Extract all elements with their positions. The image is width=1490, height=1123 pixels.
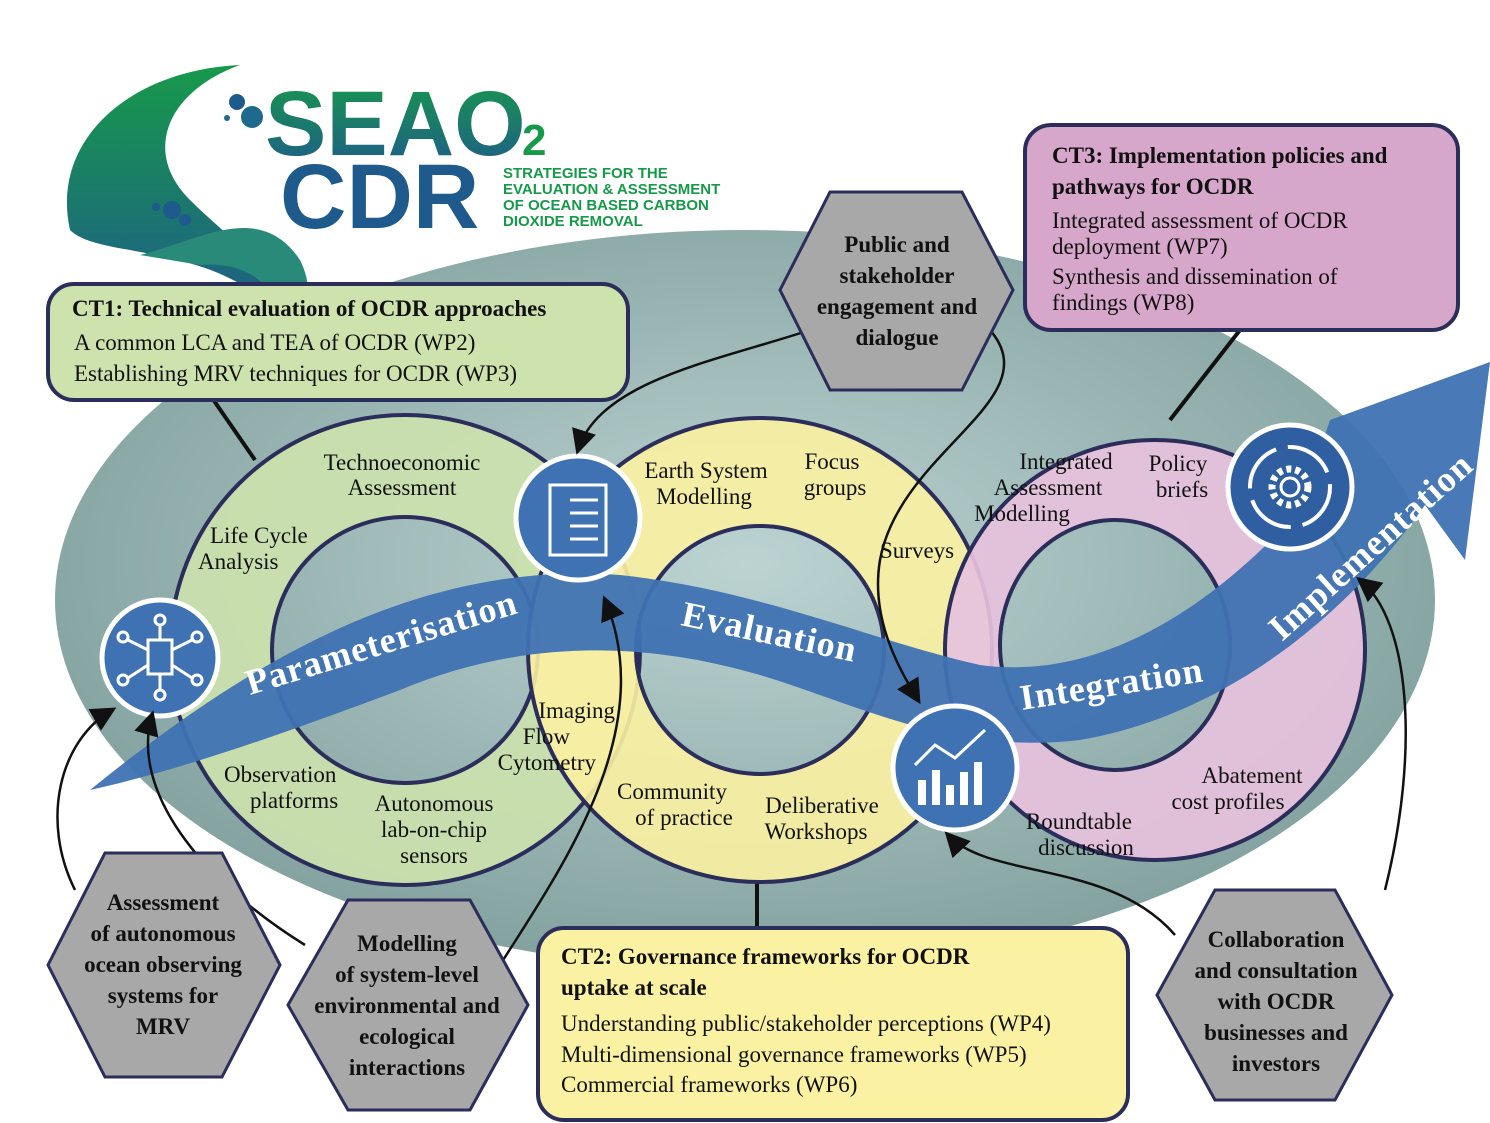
hex-text: Modelling [357,931,457,956]
ct2-item: Commercial frameworks (WP6) [561,1072,857,1097]
ct3-item: deployment (WP7) [1052,234,1228,259]
hex-text: businesses and [1204,1020,1348,1045]
green-ring-labels: Technoeconomic Assessment Life Cycle Ana… [198,450,615,868]
label-autonomous: Autonomous [375,791,494,816]
cycle-gear-icon [1225,422,1355,552]
hexagon-autonomous-observing: Assessment of autonomous ocean observing… [46,851,282,1079]
hexagon-public-engagement: Public and stakeholder engagement and di… [778,190,1015,392]
label-esm: Modelling [656,484,752,509]
yellow-ring-labels: Earth System Modelling Focus groups Surv… [617,449,954,844]
ct3-box: CT3: Implementation policies and pathway… [1023,123,1460,332]
label-lca: Life Cycle [210,523,308,548]
hex-text: stakeholder [840,263,955,288]
label-imaging: Cytometry [498,750,597,775]
ct3-connector [1168,328,1242,422]
label-autonomous: sensors [400,843,468,868]
label-imaging: Flow [523,724,571,749]
ct1-connector [208,393,257,462]
hex-text: Assessment [107,890,220,915]
label-iam: Integrated [1019,449,1113,474]
label-technoeconomic: Assessment [348,475,457,500]
hexagon-collaboration: Collaboration and consultation with OCDR… [1155,888,1394,1102]
process-arrow [90,362,1490,790]
checklist-icon [513,453,643,583]
label-deliberative: Workshops [765,819,868,844]
label-lca: Analysis [198,549,279,574]
label-abatement: Abatement [1202,763,1304,788]
ct3-item: findings (WP8) [1052,290,1194,315]
hex-text: Collaboration [1208,927,1345,952]
ct3-title: pathways for OCDR [1052,174,1254,199]
hex-text: of system-level [335,962,479,987]
label-autonomous: lab-on-chip [381,817,487,842]
pink-ring-labels: Integrated Assessment Modelling Policy b… [974,449,1303,860]
ct1-item: Establishing MRV techniques for OCDR (WP… [74,361,517,386]
logo-tagline: STRATEGIES FOR THE [503,165,668,182]
hex-text: interactions [349,1055,465,1080]
logo-seao: SEAO [265,73,526,175]
logo-tagline: OF OCEAN BASED CARBON [503,197,709,214]
label-technoeconomic: Technoeconomic [324,450,481,475]
hex-text: environmental and [314,993,500,1018]
ct3-title: CT3: Implementation policies and [1052,143,1388,168]
label-esm: Earth System [644,458,767,483]
ct2-title: uptake at scale [561,975,707,1000]
chart-growth-icon [890,703,1020,833]
label-iam: Modelling [974,501,1070,526]
logo-subscript: 2 [522,116,546,165]
logo-tagline: DIOXIDE REMOVAL [503,213,643,230]
hexagon-system-modelling: Modelling of system-level environmental … [286,898,530,1112]
label-community: of practice [635,805,733,830]
label-policy: Policy [1149,451,1208,476]
hex-text: of autonomous [90,921,235,946]
hex-text: engagement and [817,294,978,319]
ct1-title: CT1: Technical evaluation of OCDR approa… [72,296,546,321]
ct2-item: Multi-dimensional governance frameworks … [561,1042,1027,1067]
hex-text: MRV [136,1014,191,1039]
label-deliberative: Deliberative [765,793,879,818]
label-community: Community [617,779,727,804]
label-imaging: Imaging [538,698,615,723]
flow-arrows [56,328,1407,966]
network-icon [99,597,221,719]
label-roundtable: discussion [1038,835,1134,860]
logo-cdr: CDR [280,146,479,248]
hex-text: ecological [359,1024,455,1049]
ct3-item: Synthesis and dissemination of [1052,264,1338,289]
logo: SEAO 2 CDR STRATEGIES FOR THE EVALUATION… [66,65,720,345]
hex-text: with OCDR [1218,989,1335,1014]
hex-text: dialogue [855,325,938,350]
ct2-title: CT2: Governance frameworks for OCDR [561,944,970,969]
hex-text: systems for [108,983,219,1008]
label-observation: platforms [250,788,338,813]
label-observation: Observation [224,762,337,787]
label-surveys: Surveys [880,538,954,563]
ct1-item: A common LCA and TEA of OCDR (WP2) [74,330,475,355]
ct2-item: Understanding public/stakeholder percept… [561,1011,1051,1036]
label-focus: Focus [805,449,860,474]
label-policy: briefs [1156,477,1208,502]
label-roundtable: Roundtable [1026,809,1132,834]
label-focus: groups [804,475,867,500]
label-iam: Assessment [994,475,1103,500]
hex-text: ocean observing [84,952,242,977]
hex-text: and consultation [1195,958,1358,983]
hex-text: investors [1232,1051,1320,1076]
ct2-box: CT2: Governance frameworks for OCDR upta… [536,926,1130,1122]
hex-text: Public and [844,232,950,257]
ct1-box: CT1: Technical evaluation of OCDR approa… [46,282,630,402]
logo-tagline: EVALUATION & ASSESSMENT [503,181,720,198]
ct3-item: Integrated assessment of OCDR [1052,208,1348,233]
label-abatement: cost profiles [1171,789,1284,814]
